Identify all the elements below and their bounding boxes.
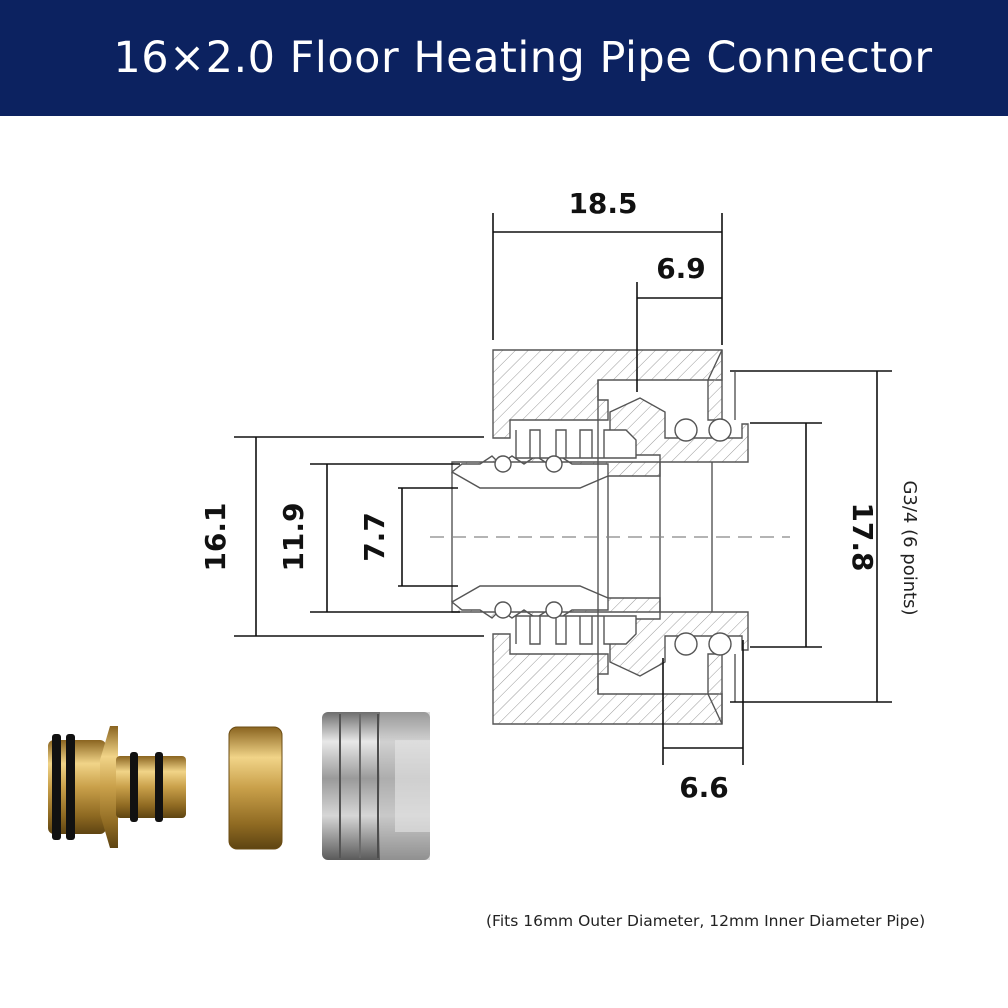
dim-nut-depth: 6.9 (656, 252, 706, 285)
dim-seat-diameter: 17.8 (846, 502, 879, 571)
page-title: 16×2.0 Floor Heating Pipe Connector (113, 33, 933, 83)
dim-sleeve-length: 6.6 (679, 771, 729, 804)
fit-caption: (Fits 16mm Outer Diameter, 12mm Inner Di… (486, 912, 926, 930)
dim-bore: 7.7 (358, 512, 391, 562)
sleeve-teeth-top (515, 429, 637, 459)
nickel-nut-photo (322, 712, 430, 860)
sleeve-teeth-bottom (515, 615, 637, 645)
insert-fitting-photo (48, 726, 186, 848)
dimension-lines (234, 213, 892, 765)
brass-sleeve-photo (228, 726, 283, 850)
connector-cross-section (451, 349, 749, 725)
nut-right-wall-top (707, 349, 723, 421)
dim-pipe-outer: 16.1 (199, 502, 232, 571)
insert-flange-bottom (609, 611, 749, 677)
insert-flange-top (609, 397, 749, 463)
header-banner: 16×2.0 Floor Heating Pipe Connector (0, 0, 1008, 116)
dim-pipe-inner: 11.9 (277, 502, 310, 571)
dim-overall-length: 18.5 (568, 187, 637, 220)
thread-label: G3/4 (6 points) (899, 480, 920, 615)
nut-right-wall-bottom (707, 653, 723, 725)
